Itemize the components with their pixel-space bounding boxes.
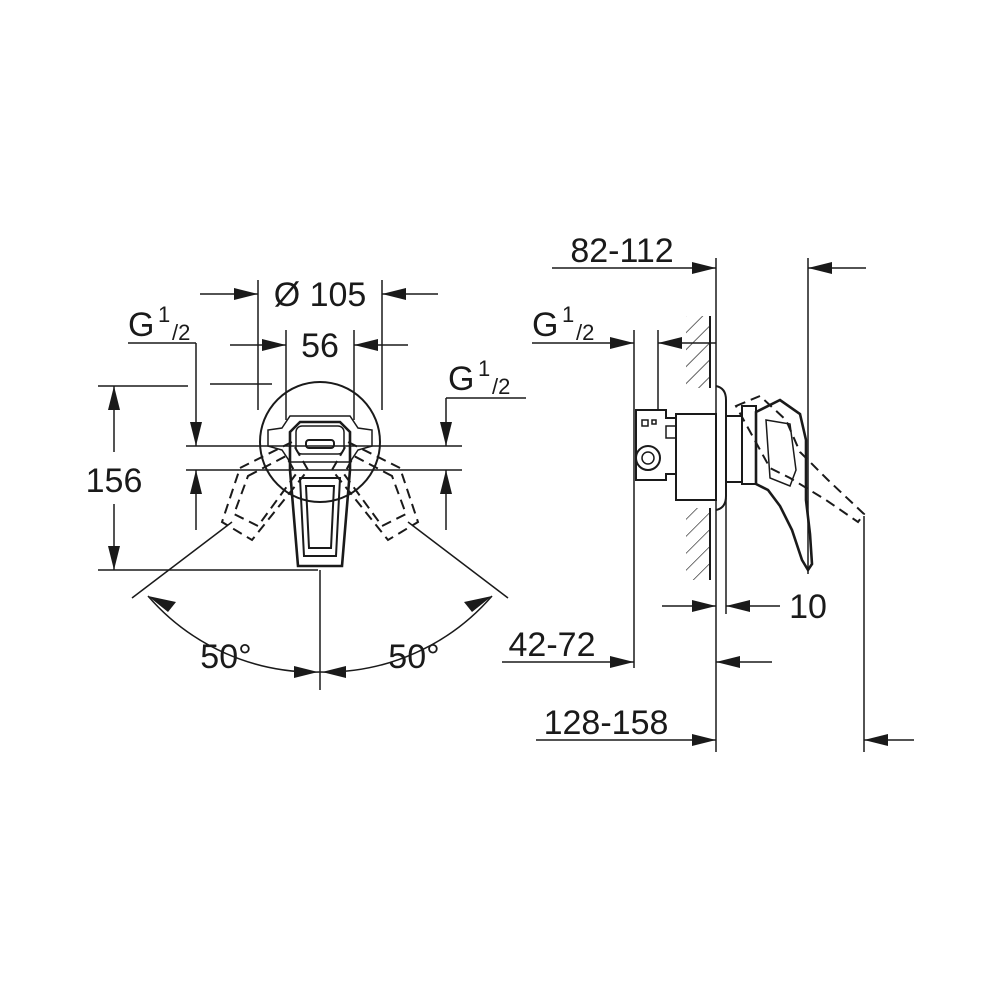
valve-body: [635, 409, 717, 501]
angle-left-dimension: 50°: [147, 595, 321, 678]
connection-right-prefix: G: [448, 360, 474, 398]
connection-side-callout: G 1 /2: [532, 302, 716, 668]
total-depth-dimension: 128-158: [536, 516, 914, 752]
plate-dimension: 10: [662, 498, 827, 626]
angle-right-dimension: 50°: [319, 595, 493, 678]
escutcheon-plate: [259, 381, 381, 503]
total-depth-label: 128-158: [544, 704, 669, 742]
handle-rotated-right: [330, 440, 420, 542]
min-depth-label: 42-72: [509, 626, 596, 664]
handle-hub: [741, 405, 757, 485]
handle-rotated-left: [220, 440, 310, 542]
cartridge-cap: [725, 415, 743, 483]
handle-front: [288, 420, 352, 568]
connection-left-numerator: 1: [158, 302, 170, 327]
connection-side-prefix: G: [532, 306, 558, 344]
plate-label: 10: [789, 588, 827, 626]
inner-width-label: 56: [301, 327, 339, 365]
side-view: 82-112 G 1 /2: [502, 232, 914, 752]
connection-right-denominator: /2: [492, 374, 510, 399]
wall-section: [686, 316, 711, 580]
diameter-label: Ø 105: [274, 276, 367, 314]
connection-right-numerator: 1: [478, 356, 490, 381]
top-depth-label: 82-112: [570, 232, 673, 270]
escutcheon-side: [715, 385, 727, 511]
front-view: Ø 105 56 G 1 /2 G 1 /2: [86, 276, 526, 690]
connection-left-denominator: /2: [172, 320, 190, 345]
min-depth-dimension: 42-72: [502, 626, 772, 668]
connection-right-callout: G 1 /2: [440, 356, 526, 530]
connection-side-denominator: /2: [576, 320, 594, 345]
cartridge-outline: [267, 415, 373, 463]
connection-left-callout: G 1 /2: [128, 302, 202, 530]
connection-side-numerator: 1: [562, 302, 574, 327]
handle-side: [734, 394, 866, 573]
angle-left-label: 50°: [200, 638, 251, 676]
connection-left-prefix: G: [128, 306, 154, 344]
height-label: 156: [86, 462, 143, 500]
height-dimension: 156: [86, 385, 318, 571]
inner-width-dimension: 56: [230, 327, 408, 420]
angle-right-label: 50°: [388, 638, 439, 676]
